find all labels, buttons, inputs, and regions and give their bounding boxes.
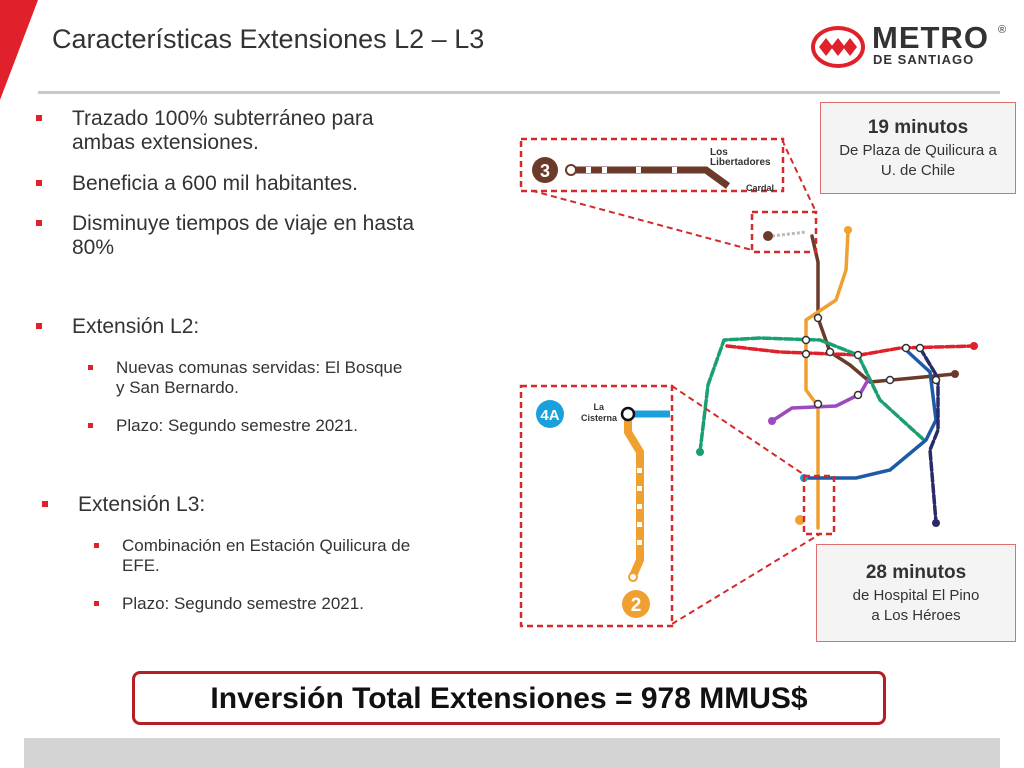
callout-line: de Hospital El Pino [852,587,980,604]
line-3-extension-path [771,230,807,238]
investment-text: Inversión Total Extensiones = 978 MMUS$ [210,682,808,715]
metro-diamonds-icon [811,26,865,68]
station-node [915,343,925,353]
callout-19-minutos: 19 minutos De Plaza de Quilicura a U. de… [820,102,1016,194]
l2-heading: Extensión L2: [72,315,200,338]
metro-network-map: 3 Los Libertadores Cardal 4A La Cisterna… [519,137,978,628]
sub-bullet-marker [88,365,93,370]
station-node [901,343,911,353]
line-3-badge-text: 3 [540,161,550,181]
line-5-path [698,336,926,454]
bullet-text: y San Bernardo. [116,378,239,397]
logo-word: METRO [872,20,989,55]
connector-north-1 [521,187,753,251]
metro-logo: METRO ® DE SANTIAGO [810,20,1007,72]
bullet-habitantes: Beneficia a 600 mil habitantes. [72,172,359,195]
callout-title: 19 minutos [867,117,969,138]
line-2-path [804,230,850,530]
connector-south-1 [671,385,807,477]
line-2-badge [622,590,650,618]
corner-accent [0,0,38,100]
inset-line-2 [624,414,644,578]
title-divider [38,91,1000,94]
bullet-marker [36,180,42,186]
bullet-text: Combinación en Estación Quilicura de [122,536,411,555]
inset-station-end [628,572,638,582]
callout-line: De Plaza de Quilicura a [839,142,997,159]
station-cardal: Cardal [746,183,774,193]
bullet-marker [36,220,42,226]
bullet-text: EFE. [122,556,160,575]
inset-station-la-cisterna [620,406,636,422]
callout-title: 28 minutos [865,562,967,583]
connector-south-2 [671,533,821,625]
station-node [853,350,863,360]
station-node [801,335,811,345]
slide-title: Características Extensiones L2 – L3 [52,24,485,54]
callout-line: U. de Chile [880,162,956,179]
station-node [885,375,895,385]
sub-bullet-marker [88,423,93,428]
investment-banner: Inversión Total Extensiones = 978 MMUS$ [132,671,886,725]
bullet-tiempos: Disminuye tiempos de viaje en hasta 80% [72,212,414,260]
line-6-end [768,417,776,425]
line-5-end [696,448,704,456]
l2-comunas: Nuevas comunas servidas: El Bosque y San… [116,358,402,398]
station-los-libertadores-2: Libertadores [710,157,771,168]
bullet-text: Nuevas comunas servidas: El Bosque [116,358,403,377]
bullet-marker [36,323,42,329]
line-5-branch-path [918,346,940,524]
l3-heading: Extensión L3: [78,493,206,516]
line-4-path [804,348,938,480]
station-node [825,347,835,357]
bullet-text: ambas extensiones. [72,131,259,154]
line-4a-badge [536,400,564,428]
footer-bar [24,738,1000,768]
station-node [931,375,941,385]
line-3-path [810,234,957,384]
l3-plazo: Plazo: Segundo semestre 2021. [122,594,364,613]
focus-box-north [750,210,818,254]
l3-combinacion: Combinación en Estación Quilicura de EFE… [122,536,410,576]
station-node [813,399,823,409]
station-node [813,313,823,323]
inset-top-box [519,137,785,193]
line-5-branch-end [932,519,940,527]
sub-bullet-marker [94,543,99,548]
bullet-text: Disminuye tiempos de viaje en hasta [72,212,415,235]
inset-top-line [570,166,731,189]
station-cisterna: Cisterna [581,413,618,423]
line-2-badge-text: 2 [631,595,642,616]
station-la: La [593,402,604,412]
line-4a-badge-text: 4A [540,407,559,424]
line-2-south-end [795,515,805,525]
sub-bullet-marker [94,601,99,606]
callout-28-minutos: 28 minutos de Hospital El Pino a Los Hér… [816,544,1016,642]
line-1-end [970,342,978,350]
line-3-north-end [763,231,773,241]
station-node [853,390,863,400]
bullet-marker [42,501,48,507]
connector-north-2 [781,139,817,213]
registered-mark: ® [998,24,1007,36]
bullet-text: 80% [72,236,115,259]
station-node [801,349,811,359]
line-3-badge [532,157,558,183]
bullet-text: Trazado 100% subterráneo para [72,107,374,130]
l2-plazo: Plazo: Segundo semestre 2021. [116,416,358,435]
station-los-libertadores-1: Los [710,147,728,158]
inset-top-station-end [565,164,577,176]
line-6-path [770,378,870,423]
bullet-subterraneo: Trazado 100% subterráneo para ambas exte… [72,107,374,155]
line-3-end [951,370,959,378]
line-2-end [844,226,852,234]
bullet-marker [36,115,42,121]
callout-line: a Los Héroes [871,607,961,624]
logo-subtitle: DE SANTIAGO [873,52,975,67]
